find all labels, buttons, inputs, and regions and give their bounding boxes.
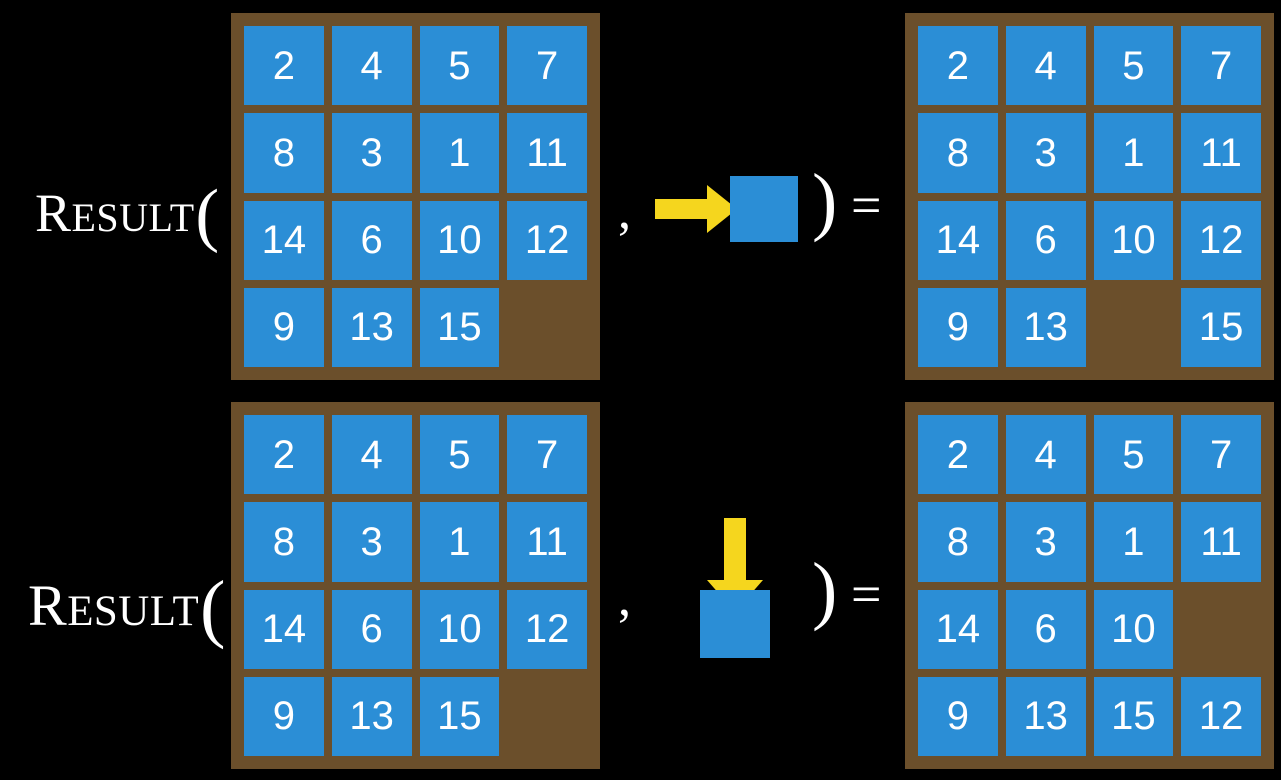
tile[interactable]: 12	[1181, 200, 1261, 280]
tile[interactable]: 11	[1181, 502, 1261, 582]
tile[interactable]: 3	[1005, 113, 1086, 193]
result-label-row2-initial: R	[28, 573, 68, 638]
tile[interactable]: 13	[1005, 287, 1086, 367]
tile[interactable]: 11	[1181, 113, 1261, 193]
tile[interactable]: 1	[1093, 113, 1174, 193]
tile[interactable]: 1	[1093, 502, 1174, 582]
blank-tile	[507, 288, 587, 367]
tile[interactable]: 14	[918, 589, 998, 669]
result-label-row1-open-paren: (	[195, 175, 220, 255]
tile[interactable]: 13	[331, 676, 412, 756]
output-grid-row2: 2 4 5 7 8 3 1 11 14 6 10 9 13 15 12	[905, 402, 1274, 769]
tile[interactable]: 2	[244, 415, 324, 495]
tile[interactable]: 14	[918, 200, 998, 280]
comma-separator-row1: ,	[618, 183, 631, 240]
comma-separator-row2: ,	[618, 570, 631, 627]
tile[interactable]: 5	[1093, 415, 1174, 495]
close-paren-row1: )	[812, 159, 838, 243]
blank-tile	[1094, 288, 1174, 367]
tile[interactable]: 2	[918, 26, 998, 106]
result-label-row1: RESULT(	[35, 172, 220, 250]
tile[interactable]: 12	[507, 589, 587, 669]
tile[interactable]: 15	[419, 287, 500, 367]
result-label-row2: RESULT(	[28, 562, 226, 646]
arrow-shaft	[655, 199, 712, 219]
tile[interactable]: 7	[507, 26, 587, 106]
close-paren-row2: )	[812, 548, 838, 632]
tile[interactable]: 3	[1005, 502, 1086, 582]
tile[interactable]: 4	[331, 415, 412, 495]
tile[interactable]: 5	[419, 26, 500, 106]
blank-tile	[1181, 590, 1261, 669]
tile[interactable]: 10	[1093, 589, 1174, 669]
tile[interactable]: 8	[918, 113, 998, 193]
tile[interactable]: 6	[331, 589, 412, 669]
tile[interactable]: 13	[331, 287, 412, 367]
action-tile-row1[interactable]	[730, 176, 798, 242]
equals-sign-row1: =	[851, 175, 882, 235]
tile[interactable]: 15	[1181, 287, 1261, 367]
input-grid-row2: 2 4 5 7 8 3 1 11 14 6 10 12 9 13 15	[231, 402, 600, 769]
tile[interactable]: 8	[244, 113, 324, 193]
action-tile-row2[interactable]	[700, 590, 770, 658]
tile[interactable]: 7	[1181, 415, 1261, 495]
tile[interactable]: 3	[331, 502, 412, 582]
result-label-row2-rest: ESULT	[67, 588, 200, 635]
tile[interactable]: 7	[1181, 26, 1261, 106]
tile[interactable]: 6	[1005, 589, 1086, 669]
tile[interactable]: 6	[331, 200, 412, 280]
output-grid-row1: 2 4 5 7 8 3 1 11 14 6 10 12 9 13 15	[905, 13, 1274, 380]
tile[interactable]: 4	[1005, 26, 1086, 106]
input-grid-row1: 2 4 5 7 8 3 1 11 14 6 10 12 9 13 15	[231, 13, 600, 380]
arrow-right-icon	[655, 185, 740, 233]
tile[interactable]: 14	[244, 200, 324, 280]
tile[interactable]: 10	[1093, 200, 1174, 280]
equals-sign-row2: =	[851, 564, 882, 624]
tile[interactable]: 9	[244, 287, 324, 367]
tile[interactable]: 11	[507, 502, 587, 582]
tile[interactable]: 4	[331, 26, 412, 106]
tile[interactable]: 13	[1005, 676, 1086, 756]
tile[interactable]: 15	[1093, 676, 1174, 756]
tile[interactable]: 6	[1005, 200, 1086, 280]
tile[interactable]: 9	[918, 287, 998, 367]
tile[interactable]: 9	[918, 676, 998, 756]
tile[interactable]: 1	[419, 502, 500, 582]
tile[interactable]: 12	[1181, 676, 1261, 756]
tile[interactable]: 4	[1005, 415, 1086, 495]
tile[interactable]: 10	[419, 589, 500, 669]
tile[interactable]: 10	[419, 200, 500, 280]
tile[interactable]: 7	[507, 415, 587, 495]
tile[interactable]: 14	[244, 589, 324, 669]
tile[interactable]: 2	[918, 415, 998, 495]
tile[interactable]: 3	[331, 113, 412, 193]
result-label-row1-initial: R	[35, 183, 72, 243]
tile[interactable]: 12	[507, 200, 587, 280]
tile[interactable]: 8	[918, 502, 998, 582]
arrow-shaft	[724, 518, 746, 584]
tile[interactable]: 5	[419, 415, 500, 495]
tile[interactable]: 5	[1093, 26, 1174, 106]
tile[interactable]: 9	[244, 676, 324, 756]
blank-tile	[507, 677, 587, 756]
result-label-row1-rest: ESULT	[71, 195, 195, 240]
tile[interactable]: 2	[244, 26, 324, 106]
result-label-row2-open-paren: (	[199, 564, 226, 650]
tile[interactable]: 11	[507, 113, 587, 193]
tile[interactable]: 15	[419, 676, 500, 756]
tile[interactable]: 8	[244, 502, 324, 582]
tile[interactable]: 1	[419, 113, 500, 193]
